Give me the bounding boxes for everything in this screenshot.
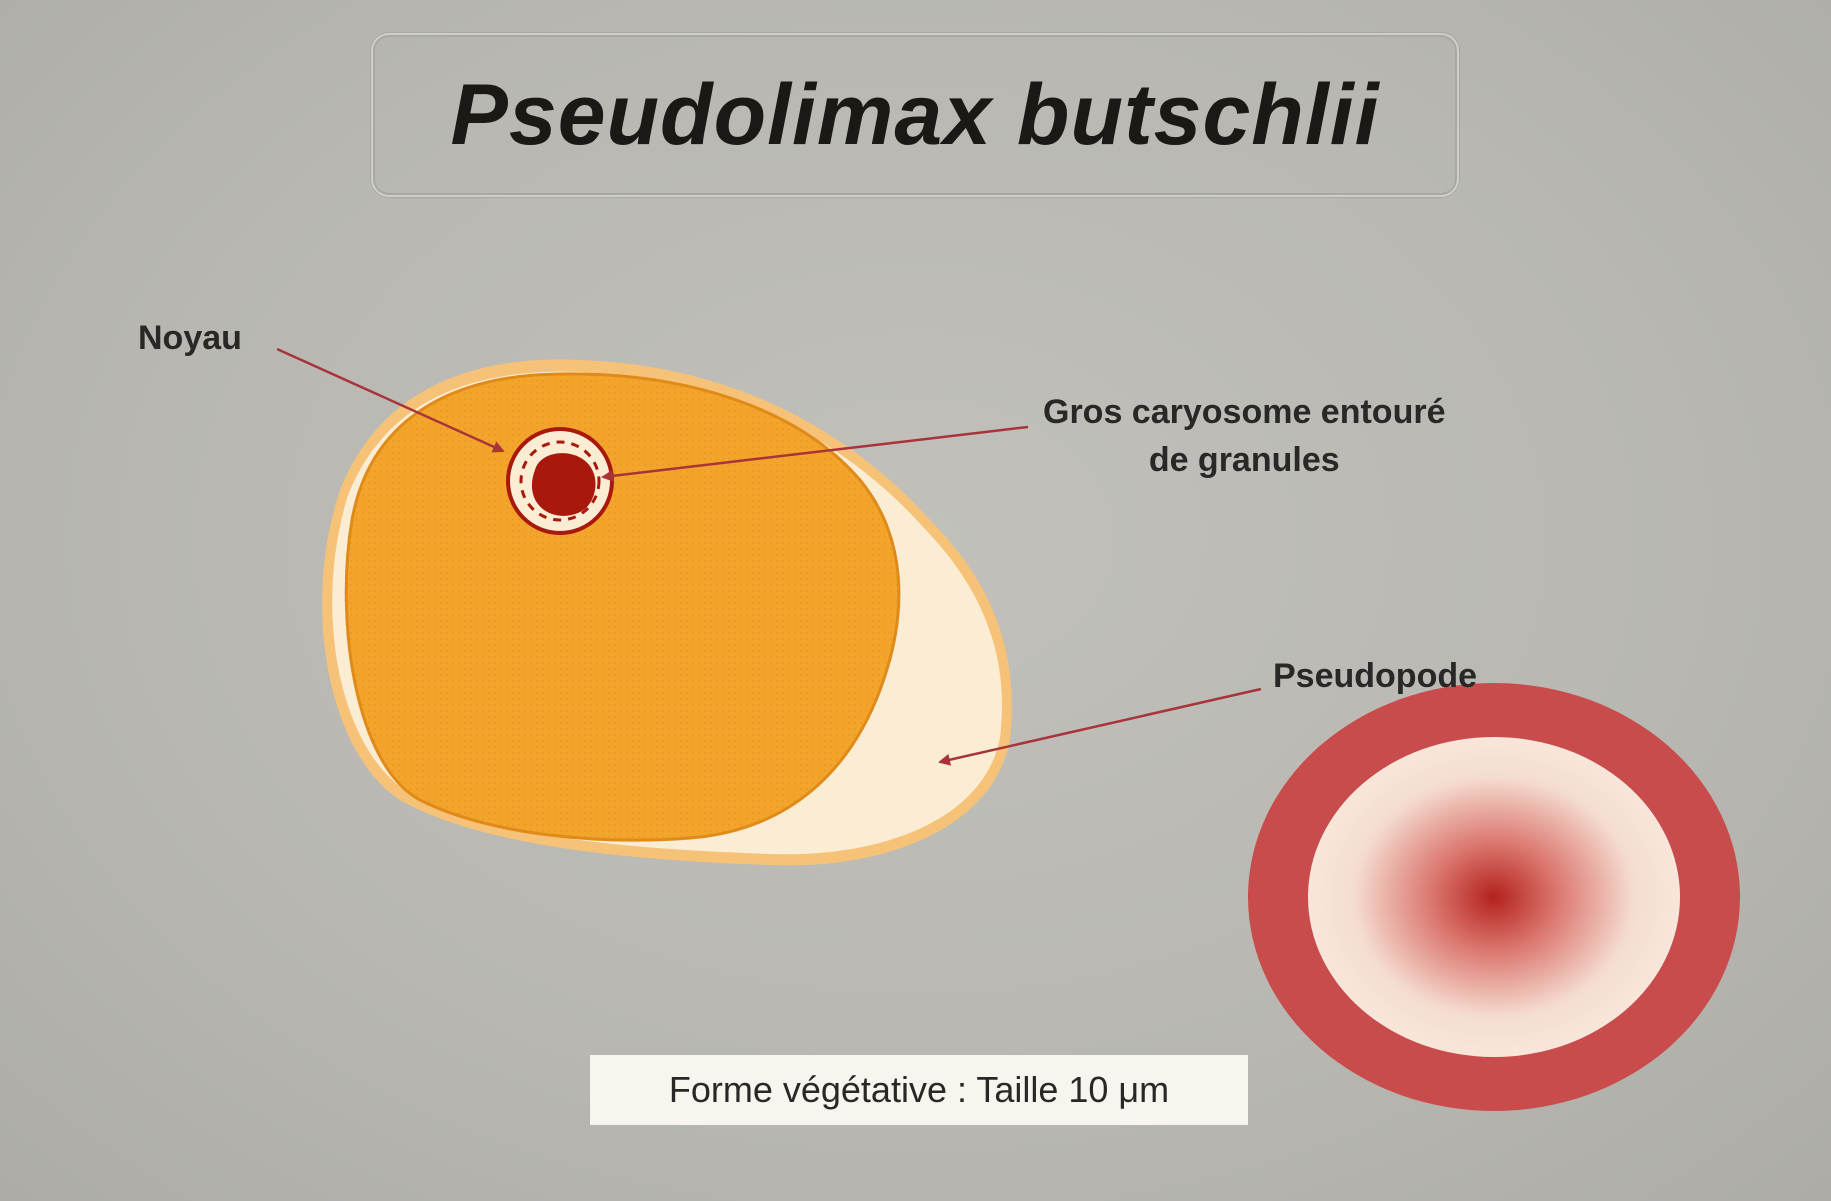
scale-caption: Forme végétative : Taille 10 μm <box>668 1069 1170 1110</box>
arrow-pseudopode <box>938 687 1262 766</box>
cytoplasm <box>344 372 901 842</box>
label-noyau: Noyau <box>138 319 242 357</box>
label-caryosome-line2: de granules <box>1148 441 1340 479</box>
arrow-caryosome <box>601 425 1029 482</box>
karyosome <box>531 453 596 516</box>
scale-disc-center <box>1308 737 1680 1057</box>
arrow-noyau <box>276 347 505 453</box>
granule-ring <box>519 440 601 522</box>
diagram-title: Pseudolimax butschlii <box>450 66 1380 163</box>
label-caryosome: Gros caryosome entouré de granules <box>1043 388 1445 484</box>
title-frame: Pseudolimax butschlii <box>371 33 1459 197</box>
scale-caption-box: Forme végétative : Taille 10 μm <box>590 1055 1248 1125</box>
label-caryosome-line1: Gros caryosome entouré <box>1043 393 1446 431</box>
label-pseudopode: Pseudopode <box>1273 657 1478 695</box>
